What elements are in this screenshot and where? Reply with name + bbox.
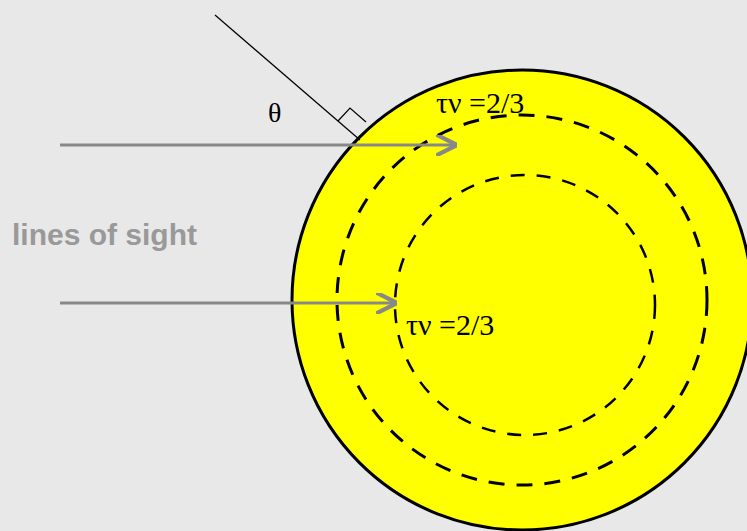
- line-of-sight-arrow: [60, 144, 455, 147]
- inner-dashed-circle: [395, 175, 655, 435]
- right-angle-mark: [338, 108, 366, 122]
- normal-line: [215, 15, 360, 140]
- lines-of-sight-label: lines of sight: [12, 218, 197, 251]
- optical-depth-label: τν =2/3: [406, 308, 494, 341]
- sun-disk: [292, 70, 747, 530]
- optical-depth-label: τν =2/3: [436, 86, 524, 119]
- angle-label: θ: [268, 98, 281, 129]
- line-of-sight-arrow: [60, 302, 395, 305]
- outer-dashed-circle: [337, 115, 707, 485]
